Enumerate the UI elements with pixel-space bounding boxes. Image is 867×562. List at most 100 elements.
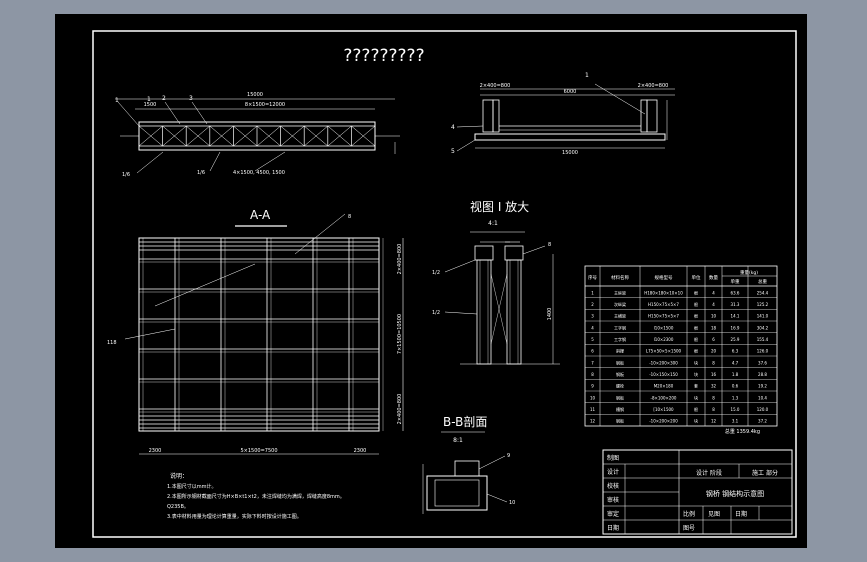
bom-cell: 141.0 <box>757 314 769 319</box>
aa-dim-mid: 5×1500=7500 <box>240 448 277 454</box>
bom-cell: 6 <box>591 349 594 354</box>
bom-cell: 主横梁 <box>614 313 626 319</box>
notes-line-3: Q235B。 <box>167 504 189 510</box>
bom-cell: 10 <box>711 314 717 319</box>
bom-cell: 19.2 <box>758 384 767 389</box>
bom-cell: -10×200×200 <box>649 419 678 424</box>
plan-label-4: 4 <box>451 124 455 131</box>
bom-cell: 14.1 <box>731 314 740 319</box>
cad-drawing: ????????? 15000 1500 8×1500=12000 1 1 2 … <box>92 30 797 538</box>
section-a-a: A-A 8 118 2300 5×1500=7500 2300 2×400=80… <box>107 208 404 455</box>
bom-cell: 1.8 <box>732 372 739 377</box>
tb-bottom-4: 图号 <box>683 525 695 532</box>
bom-header-cell: 总重 <box>758 278 767 285</box>
bom-cell: 8 <box>591 372 594 377</box>
notes-line-1: 1.本图尺寸以mm计。 <box>167 483 217 490</box>
bom-cell: H150×75×5×7 <box>648 314 679 319</box>
truss-diagonal <box>233 125 258 147</box>
tb-bottom-2: 见图 <box>708 511 720 518</box>
bom-total: 总重 1359.4kg <box>725 428 760 435</box>
bom-cell: 32 <box>711 384 717 389</box>
bom-cell: 钢板 <box>616 359 624 365</box>
bom-cell: 次纵梁 <box>614 301 626 307</box>
bom-cell: 块 <box>694 371 698 377</box>
bom-cell: I10×2300 <box>654 337 674 342</box>
bom-header-cell: 数量 <box>709 274 718 281</box>
truss-diagonal <box>304 125 328 147</box>
detail-i-heading: 视图 I 放大 <box>470 199 529 214</box>
bom-cell: 钢板 <box>616 418 624 424</box>
plan-dim-mid: 6000 <box>564 89 577 95</box>
bom-cell: 根 <box>694 289 698 295</box>
bom-cell: 16.9 <box>731 325 740 330</box>
aa-callout-right: 8 <box>348 214 351 220</box>
bom-cell: 根 <box>694 406 698 412</box>
detail-i: 视图 I 放大 4:1 1400 1/2 1/2 8 <box>432 199 560 365</box>
bom-cell: 4 <box>712 302 715 307</box>
bom-cell: 254.4 <box>757 290 769 295</box>
detail-i-label-b: 1/2 <box>432 310 440 316</box>
bom-cell: 4 <box>591 325 594 330</box>
bom-cell: 31.3 <box>731 302 740 307</box>
bom-cell: 11 <box>590 407 596 412</box>
bom-cell: H180×180×10×10 <box>644 290 683 295</box>
elev-dim-mid: 8×1500=12000 <box>245 102 285 108</box>
bom-cell: 1 <box>591 290 594 295</box>
elev-label-bottom-left: 1/6 <box>122 172 130 178</box>
bom-cell: H150×75×5×7 <box>648 302 679 307</box>
bom-cell: -10×200×300 <box>649 360 678 365</box>
bom-cell: 主纵梁 <box>614 289 626 295</box>
bom-cell: 根 <box>694 336 698 342</box>
title-block: 制图设计校核审核审定日期施工 部分设计 阶段钢桥 钢结构示意图比例见图日期图号 <box>602 449 793 535</box>
aa-dim-vert-top: 2×400=800 <box>397 244 403 275</box>
bom-cell: 6.3 <box>732 349 739 354</box>
bom-cell: -8×100×200 <box>651 395 677 400</box>
aa-dim-right: 2300 <box>354 448 367 454</box>
bom-cell: 根 <box>694 348 698 354</box>
bom-cell: 12 <box>590 419 596 424</box>
bom-cell: 37.2 <box>758 419 767 424</box>
bom-cell: 304.2 <box>757 325 769 330</box>
truss-elevation: 15000 1500 8×1500=12000 1 1 2 3 1/6 1/6 … <box>115 92 400 178</box>
bom-cell: 块 <box>694 394 698 400</box>
elev-label-3: 3 <box>189 95 193 102</box>
bom-cell: 块 <box>694 418 698 424</box>
bom-cell: 10 <box>590 395 596 400</box>
bom-cell: 18 <box>711 325 717 330</box>
elev-dim-total: 15000 <box>247 92 263 98</box>
section-aa-heading: A-A <box>250 208 271 222</box>
bom-cell: 28.8 <box>758 372 767 377</box>
plan-label-5: 5 <box>451 148 455 155</box>
bom-cell: M20×180 <box>654 384 674 389</box>
bom-cell: 钢板 <box>616 371 624 377</box>
drawing-sheet: ????????? 15000 1500 8×1500=12000 1 1 2 … <box>55 14 807 548</box>
bom-cell: 10.4 <box>758 395 767 400</box>
bom-cell: 套 <box>694 383 698 389</box>
bom-cell: 6 <box>712 337 715 342</box>
bom-cell: 25.9 <box>731 337 740 342</box>
plan-callout: 1 <box>585 72 589 79</box>
bom-cell: 12 <box>711 419 717 424</box>
tb-bottom-1: 比例 <box>683 510 695 518</box>
tb-drawing-name: 钢桥 钢结构示意图 <box>706 489 764 498</box>
bom-cell: 5 <box>591 337 594 342</box>
tb-top-right-1: 施工 部分 <box>752 469 778 477</box>
plan-view: 2×400=800 2×400=800 6000 15000 1 4 5 <box>451 72 675 156</box>
aa-dim-vert-bottom: 2×400=800 <box>397 394 403 425</box>
aa-callout-left: 118 <box>107 340 117 346</box>
bom-cell: I10×1500 <box>654 325 674 330</box>
bom-cell: 7 <box>591 360 594 365</box>
truss-diagonal <box>186 125 210 147</box>
bom-header-cell: 单位 <box>692 274 701 281</box>
bom-cell: 15.0 <box>731 407 740 412</box>
bom-cell: L75×50×5×1500 <box>646 349 682 354</box>
plan-dim-left: 2×400=800 <box>480 83 511 89</box>
truss-diagonal <box>351 125 376 147</box>
bom-cell: 8 <box>712 360 715 365</box>
bom-cell: 0.6 <box>732 384 739 389</box>
notes-line-4: 3.表中材料用量为理论计算重量，实际下料时按设计施工图。 <box>167 513 302 520</box>
grid-members <box>138 238 384 431</box>
plan-dim-bottom: 15000 <box>562 150 578 156</box>
truss-panels <box>138 125 376 147</box>
